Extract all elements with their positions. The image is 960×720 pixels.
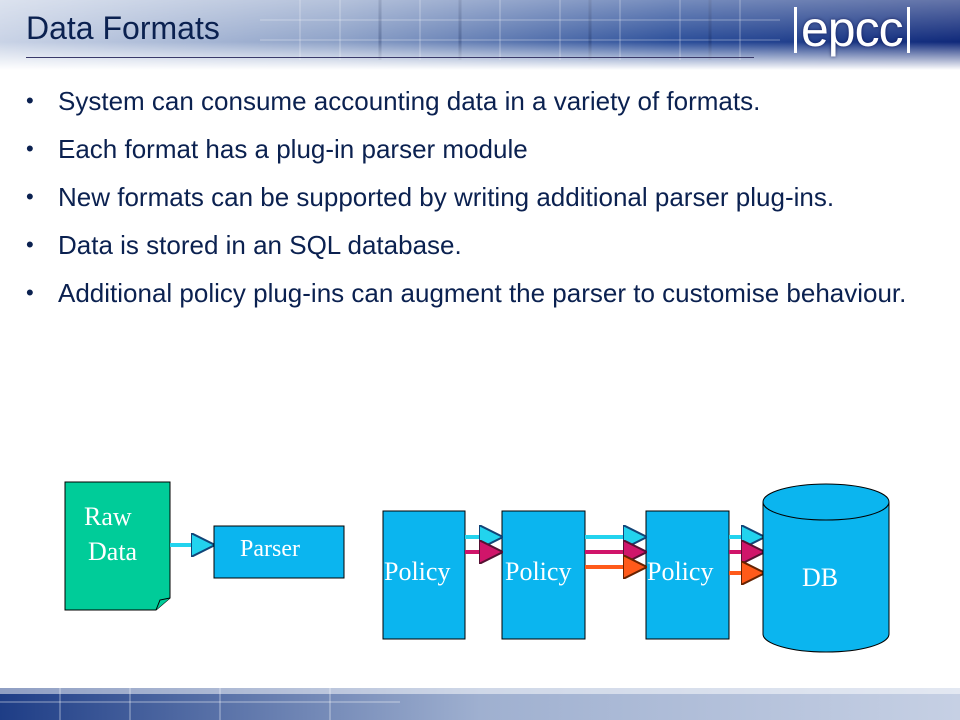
title-underline [26, 57, 754, 58]
bullet-glyph: • [26, 184, 34, 209]
pipeline-diagram: Raw Data Parser Policy Policy Policy DB [64, 481, 890, 653]
bullet-list: • System can consume accounting data in a… [20, 84, 930, 324]
logo-left-bar [794, 6, 797, 53]
epcc-logo: epcc [790, 2, 914, 56]
bullet-glyph: • [26, 280, 34, 305]
bullet-text: Data is stored in an SQL database. [58, 230, 462, 260]
bullet-item: • Additional policy plug-ins can augment … [20, 276, 930, 310]
db-label: DB [802, 563, 838, 592]
bullet-glyph: • [26, 136, 34, 161]
db-cylinder [762, 502, 890, 653]
logo-right-bar [906, 6, 910, 53]
bullet-item: • Data is stored in an SQL database. [20, 228, 930, 262]
bullet-text: New formats can be supported by writing … [58, 182, 835, 212]
policy-box-3 [645, 510, 730, 640]
raw-data-label-line2: Data [88, 537, 138, 566]
bullet-item: • Each format has a plug-in parser module [20, 132, 930, 166]
parser-label: Parser [240, 536, 300, 562]
bullet-item: • System can consume accounting data in a… [20, 84, 930, 118]
policy-label-1: Policy [384, 557, 450, 586]
parser-box [213, 525, 345, 579]
bullet-glyph: • [26, 232, 34, 257]
db-cylinder-top [762, 483, 890, 521]
policy-label-3: Policy [647, 557, 713, 586]
policy-box-1 [382, 510, 466, 640]
bullet-text: Additional policy plug-ins can augment t… [58, 278, 907, 308]
policy-label-2: Policy [505, 557, 571, 586]
raw-data-fold [155, 597, 171, 611]
bullet-glyph: • [26, 88, 34, 113]
bullet-item: • New formats can be supported by writing… [20, 180, 930, 214]
raw-data-label-line1: Raw [84, 502, 132, 531]
header-fade [0, 0, 960, 70]
footer-banner [0, 688, 960, 720]
bullet-text: Each format has a plug-in parser module [58, 134, 528, 164]
page-title: Data Formats [26, 10, 220, 46]
policy-box-2 [501, 510, 586, 640]
logo-text: epcc [801, 1, 904, 57]
bullet-text: System can consume accounting data in a … [58, 86, 761, 116]
